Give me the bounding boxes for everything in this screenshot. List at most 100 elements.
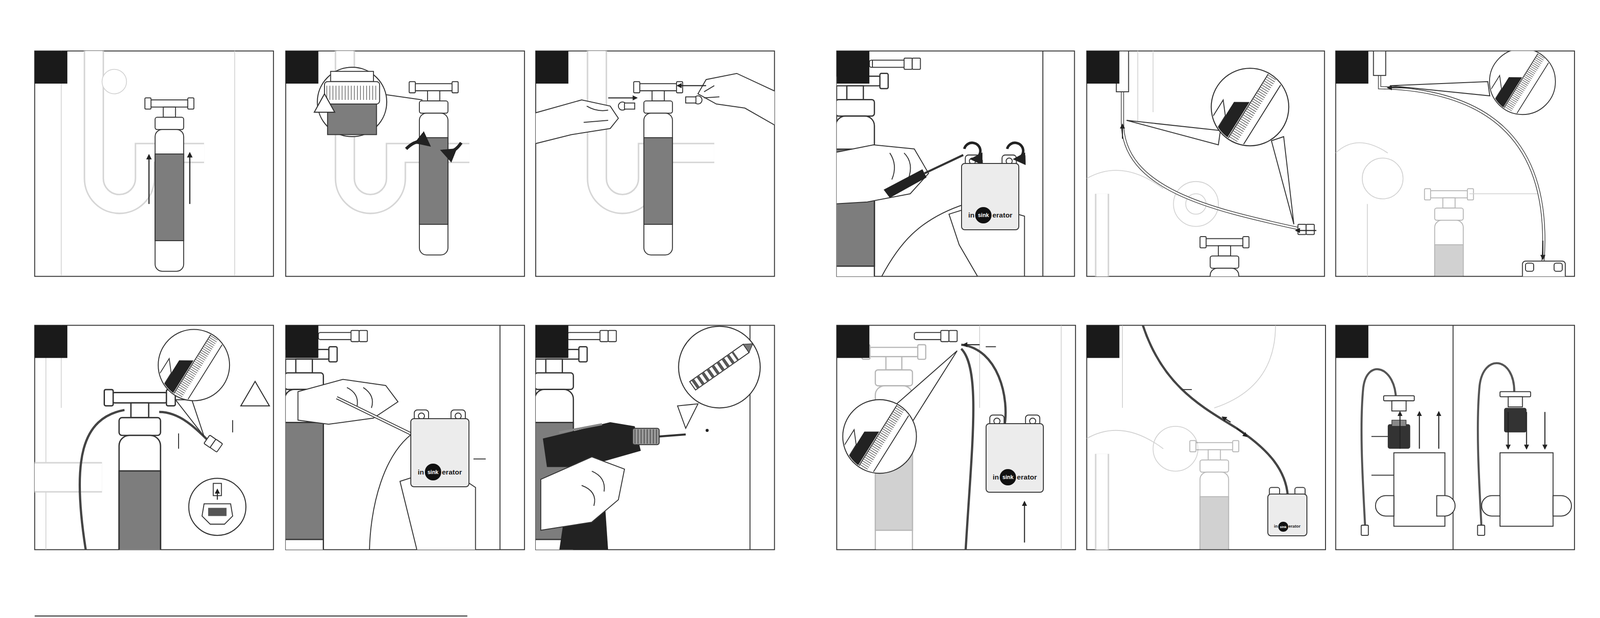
panel-cartridge-part	[1500, 391, 1531, 397]
panel-cut-tube-part	[1295, 229, 1317, 231]
panel-cartridge-part	[1361, 525, 1369, 536]
panel-connect-filter-part	[202, 503, 233, 525]
panel-twist-filter	[314, 50, 470, 255]
step-markers-part	[285, 325, 319, 359]
panel-mark-holes-part	[285, 347, 338, 551]
panel-connect-filter-part	[188, 478, 246, 536]
panel-mark-holes-part	[318, 332, 356, 340]
panel-cartridge-part	[1508, 397, 1523, 408]
panel-connect-filter-part	[240, 381, 270, 407]
panel-cartridge-part	[1361, 369, 1396, 531]
panel-attach-fittings-part	[703, 85, 720, 99]
panel-connect-filter-part	[178, 433, 180, 449]
panel-install-filter-part	[94, 50, 205, 205]
panel-connect-box-part	[1189, 440, 1239, 550]
panel-cut-tube-part	[1297, 224, 1306, 235]
step-markers-part	[1335, 325, 1369, 359]
panel-twist-filter-part	[406, 141, 429, 150]
panel-cartridge-part	[1371, 436, 1388, 438]
panel-cut-filter-tube-part	[1023, 502, 1025, 544]
panel-cut-tube-part	[1126, 120, 1221, 145]
panel-connect-filter-part	[209, 439, 223, 453]
panel-screw-mount-part	[836, 144, 929, 205]
panel-cut-tube-part	[1305, 224, 1315, 235]
panel-screw-mount-part	[904, 58, 913, 70]
logo-word: in	[1274, 524, 1278, 529]
panel-cartridge-part	[1383, 395, 1415, 401]
panel-cartridge-part	[1477, 525, 1486, 536]
panel-screw-mount-part	[924, 154, 963, 174]
panel-route-tube-part	[1525, 263, 1534, 272]
panel-drill-part	[599, 330, 609, 343]
panel-route-tube-part	[1470, 50, 1565, 140]
panel-twist-filter-part	[314, 94, 335, 113]
panel-drill-part	[559, 424, 603, 433]
panel-cartridge-part	[1371, 475, 1396, 477]
panel-screw-mount	[836, 50, 1043, 277]
panel-screw-mount-part	[883, 169, 927, 199]
panel-connect-filter-part	[216, 489, 218, 500]
panel-connect-filter-part	[45, 325, 62, 550]
panel-cut-tube-part	[1094, 194, 1109, 277]
panel-connect-box-part	[1236, 428, 1247, 437]
panel-twist-filter-part	[408, 81, 459, 256]
panel-attach-fittings-part	[633, 81, 683, 256]
panel-connect-filter-part	[208, 508, 227, 517]
panel-route-tube-part	[1469, 193, 1541, 195]
panel-attach-fittings-part	[624, 103, 635, 110]
panel-install-filter-part	[189, 153, 190, 205]
logo-word: erator	[442, 468, 463, 477]
step-markers-part	[836, 325, 870, 359]
panel-cut-filter-tube-part	[961, 348, 974, 550]
panel-connect-filter-part	[175, 399, 205, 437]
brand-logo: insinkerator	[1274, 522, 1301, 533]
panel-twist-filter-part	[327, 104, 377, 135]
panel-cartridge-part	[1544, 412, 1546, 449]
panel-drill-part	[567, 332, 605, 340]
logo-word: in	[992, 473, 1000, 482]
panel-route-tube-part	[1335, 142, 1403, 277]
panel-cut-tube-part	[1121, 124, 1123, 139]
panel-twist-filter-part	[443, 142, 462, 152]
panel-screw-mount-part	[872, 60, 873, 68]
panel-drill-part	[608, 330, 617, 343]
panel-screw-mount-part	[869, 60, 908, 68]
panel-twist-filter-part	[324, 81, 380, 105]
step-markers-part	[535, 50, 569, 84]
control-box: insinkerator	[985, 423, 1044, 494]
panel-drill-part	[632, 428, 659, 445]
panel-screw-mount-part	[912, 58, 921, 70]
panel-route-tube-part	[1542, 240, 1544, 260]
panel-connect-filter	[34, 325, 270, 550]
panel-mark-holes-part	[473, 458, 486, 460]
panel-mark-holes-part	[358, 330, 368, 343]
panel-mark-holes-part	[350, 330, 359, 343]
panel-attach-fittings-part	[697, 73, 775, 129]
panel-attach-fittings-part	[535, 99, 619, 145]
panel-cartridge-part	[1500, 453, 1554, 527]
step-markers-part	[1086, 50, 1120, 84]
logo-badge: sink	[975, 207, 992, 224]
panel-attach-fittings-part	[677, 85, 707, 87]
panel-cartridge-part	[1438, 412, 1440, 449]
panel-cartridge-part	[1399, 412, 1401, 449]
panel-screw-mount-part	[964, 142, 981, 160]
panel-connect-box-part	[1094, 453, 1109, 550]
step-markers-part	[34, 325, 68, 359]
logo-word: erator	[1288, 524, 1301, 529]
panel-cartridge-part	[1418, 412, 1420, 449]
panel-cut-filter-tube	[836, 325, 1062, 550]
panel-screw-mount-part	[1042, 50, 1044, 277]
page-rule	[34, 615, 468, 617]
panel-cartridge-part	[1391, 420, 1406, 427]
panel-drill-part	[581, 471, 605, 507]
panel-frames	[34, 50, 1575, 550]
panel-connect-box-part	[1086, 325, 1276, 472]
panel-install-filter-part	[148, 154, 150, 205]
panel-cartridge-part	[1525, 412, 1527, 449]
panel-cut-filter-tube-part	[985, 346, 996, 348]
panel-cartridge-part	[1504, 408, 1527, 433]
panel-cut-tube	[1086, 50, 1316, 277]
